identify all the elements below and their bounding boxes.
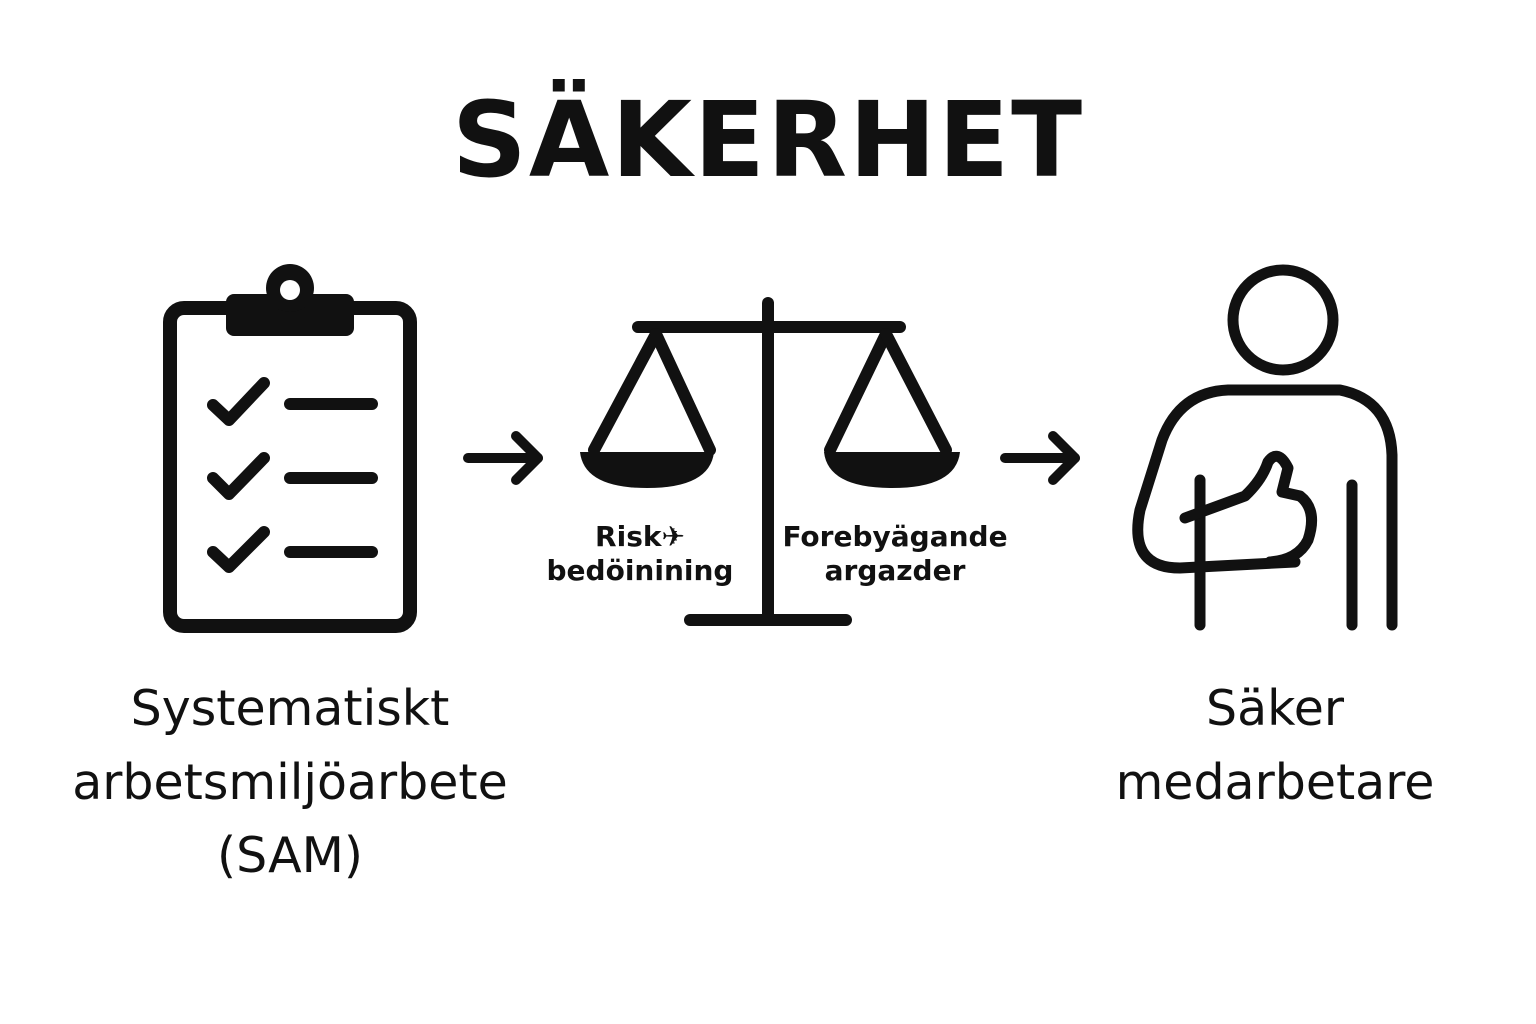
caption-line: (SAM) xyxy=(216,827,364,884)
page-title: SÄKERHET xyxy=(451,79,1085,201)
prevent-label-line: argazder xyxy=(824,554,966,588)
caption-line: Säker xyxy=(1205,680,1345,737)
risk-label-line: bedöinining xyxy=(546,554,734,588)
caption-line: Systematiskt xyxy=(130,680,450,737)
risk-assessment-label: Risk✈ bedöinining xyxy=(540,520,740,588)
risk-label-line: Risk✈ xyxy=(595,520,685,553)
caption-line: arbetsmiljöarbete xyxy=(72,753,508,811)
caption-line: medarbetare xyxy=(1115,753,1435,811)
safe-employee-caption: Säker medarbetare xyxy=(1040,672,1510,819)
preventive-measures-label: Forebyägande argazder xyxy=(775,520,1015,588)
prevent-label-line: Forebyägande xyxy=(782,520,1008,553)
sam-caption: Systematiskt arbetsmiljöarbete (SAM) xyxy=(30,672,550,893)
